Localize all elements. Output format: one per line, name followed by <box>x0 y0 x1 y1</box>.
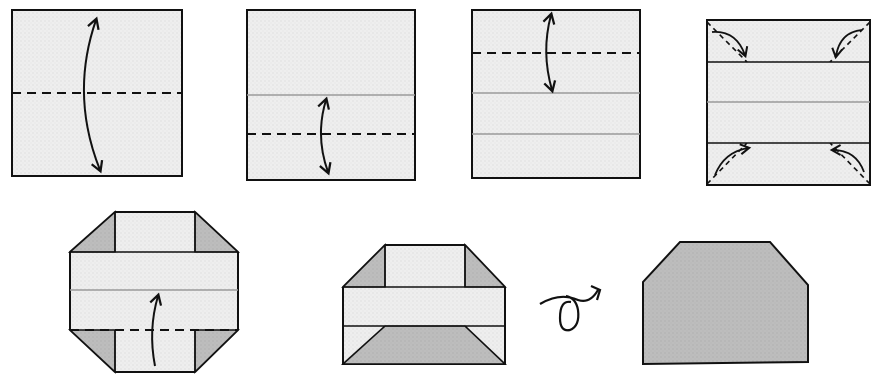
paper-rectangle <box>471 9 641 179</box>
finished-model <box>642 241 809 366</box>
step-3 <box>471 9 641 179</box>
valley-fold-arrow-icon <box>82 16 104 174</box>
valley-fold-arrow-icon <box>711 31 749 59</box>
valley-fold-arrow-icon <box>317 96 332 176</box>
valley-fold-arrow-icon <box>542 11 557 94</box>
folded-corner <box>464 243 507 288</box>
valley-fold-arrow-icon <box>149 292 163 367</box>
folded-corner <box>341 243 386 288</box>
folded-corner <box>67 329 116 374</box>
step-2 <box>246 9 416 181</box>
folded-corner <box>67 210 116 253</box>
turn-over-icon <box>539 284 602 332</box>
valley-fold-arrow-icon <box>714 143 752 176</box>
step-4 <box>706 19 871 186</box>
step-6 <box>340 243 508 365</box>
paper-square <box>11 9 183 177</box>
step-5 <box>67 210 241 374</box>
step-7 <box>642 241 809 366</box>
folded-corner <box>194 210 241 253</box>
valley-fold-arrow-icon <box>831 29 863 60</box>
step-1 <box>11 9 183 177</box>
valley-fold-arrow-icon <box>829 144 865 173</box>
folded-corner <box>194 329 240 374</box>
